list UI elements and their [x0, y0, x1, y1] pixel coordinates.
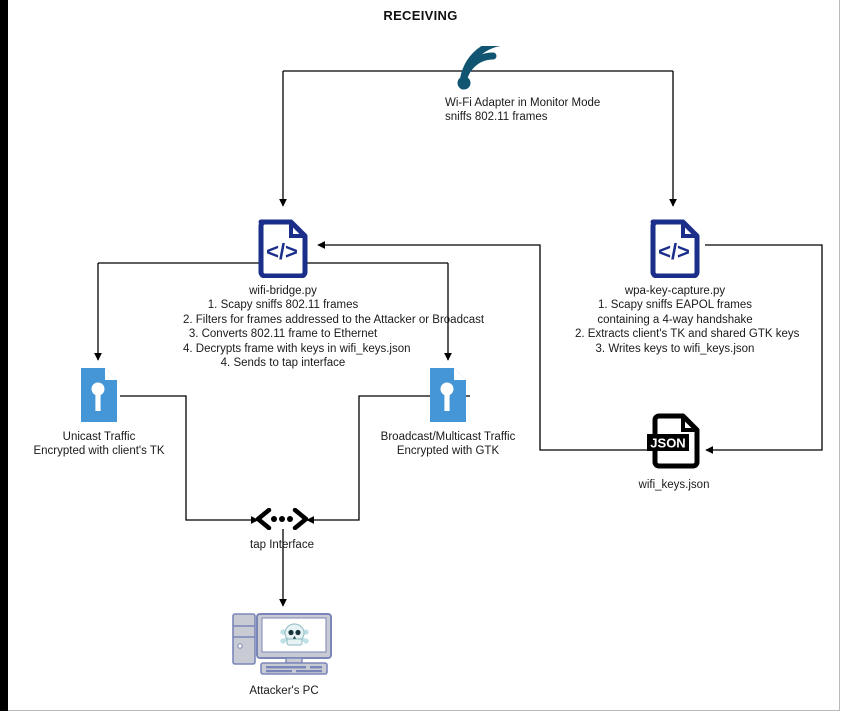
node-caption: wifi_keys.json [638, 479, 710, 491]
skull-icon [280, 623, 309, 646]
left-gutter-bar [0, 0, 8, 711]
node-caption: Attacker's PC [249, 685, 319, 697]
code-file-icon: </> [258, 219, 308, 278]
node-wifi-keys-json[interactable]: JSON wifi_keys.json [604, 412, 744, 492]
svg-text:</>: </> [266, 239, 298, 264]
node-wifi-bridge[interactable]: </> wifi-bridge.py 1. Scapy sniffs 802.1… [183, 216, 485, 370]
json-badge-label: JSON [650, 436, 685, 451]
svg-text:</>: </> [658, 239, 690, 264]
key-document-icon [430, 368, 466, 422]
node-broadcast-traffic[interactable]: Broadcast/Multicast Traffic Encrypted wi… [358, 366, 538, 459]
desktop-pc-skull-icon [232, 613, 332, 675]
tap-interface-icon [255, 508, 309, 530]
node-wifi-adapter[interactable]: Wi-Fi Adapter in Monitor Mode sniffs 802… [445, 46, 600, 125]
node-caption: wifi-bridge.py 1. Scapy sniffs 802.11 fr… [183, 285, 485, 370]
page-title: RECEIVING [383, 8, 458, 23]
node-caption: wpa-key-capture.py 1. Scapy sniffs EAPOL… [575, 285, 800, 355]
node-unicast-traffic[interactable]: Unicast Traffic Encrypted with client's … [19, 366, 179, 459]
node-attackers-pc[interactable]: Attacker's PC [209, 606, 359, 698]
wifi-signal-icon [457, 46, 502, 90]
node-caption: Unicast Traffic Encrypted with client's … [33, 431, 165, 458]
node-tap-interface[interactable]: tap Interface [232, 508, 332, 552]
node-caption: Broadcast/Multicast Traffic Encrypted wi… [380, 431, 516, 458]
node-caption: tap Interface [250, 539, 314, 551]
node-wpa-key-capture[interactable]: </> wpa-key-capture.py 1. Scapy sniffs E… [575, 216, 800, 356]
code-file-icon: </> [650, 219, 700, 278]
key-document-icon [81, 368, 117, 422]
node-caption: Wi-Fi Adapter in Monitor Mode sniffs 802… [445, 97, 600, 124]
json-file-icon: JSON [647, 413, 700, 469]
